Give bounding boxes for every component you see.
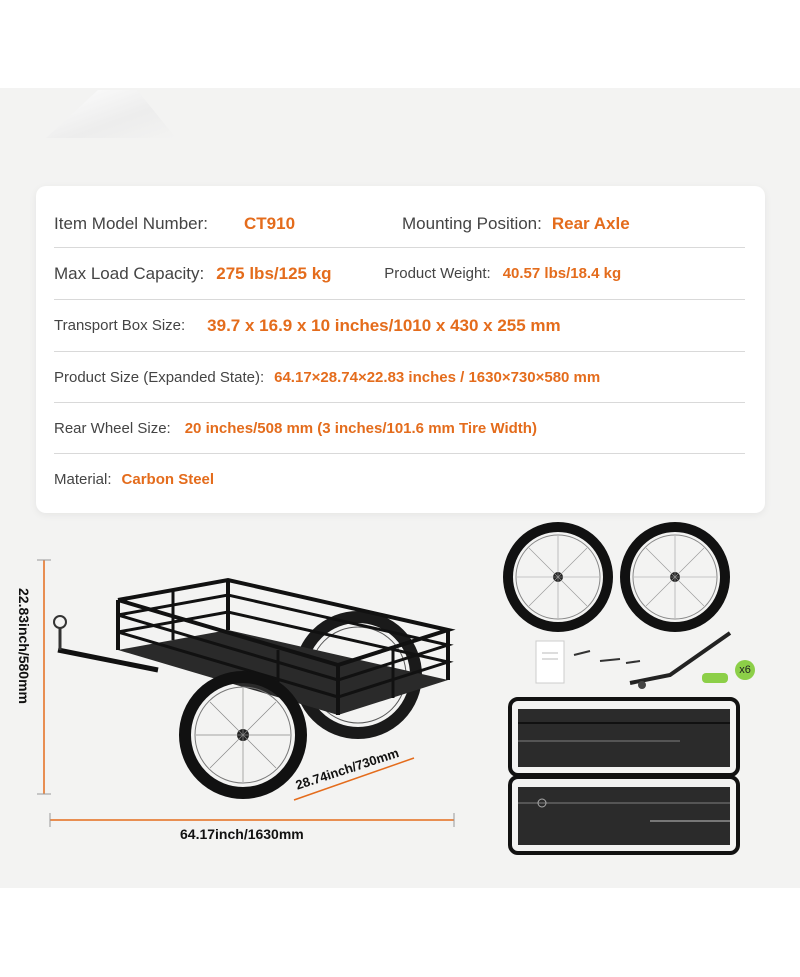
- folded-trailer-image: [508, 697, 740, 855]
- box-value: 39.7 x 16.9 x 10 inches/1010 x 430 x 255…: [207, 315, 561, 335]
- bike-trailer-image: [53, 577, 456, 799]
- spec-card: Item Model Number: CT910 Mounting Positi…: [36, 186, 765, 513]
- spec-row-size: Product Size (Expanded State): 64.17×28.…: [54, 352, 745, 403]
- spare-wheel-image: [503, 522, 730, 632]
- width-dimension-line: [293, 757, 415, 801]
- material-label: Material:: [54, 470, 112, 488]
- box-label: Transport Box Size:: [54, 317, 186, 334]
- size-value: 64.17×28.74×22.83 inches / 1630×730×580 …: [274, 368, 601, 386]
- mounting-value: Rear Axle: [551, 213, 630, 233]
- model-value: CT910: [244, 213, 296, 233]
- weight-label: Product Weight:: [384, 265, 491, 282]
- wheel-value: 20 inches/508 mm (3 inches/101.6 mm Tire…: [184, 419, 537, 437]
- quantity-badge: x6: [735, 660, 755, 680]
- load-value: 275 lbs/125 kg: [216, 263, 332, 283]
- spec-row-load: Max Load Capacity: 275 lbs/125 kg Produc…: [54, 248, 745, 300]
- length-dimension-label: 64.17inch/1630mm: [180, 826, 304, 842]
- material-value: Carbon Steel: [121, 470, 215, 488]
- model-label: Item Model Number:: [54, 213, 208, 233]
- length-dimension-line: [49, 813, 455, 827]
- wheel-label: Rear Wheel Size:: [54, 419, 171, 437]
- spec-row-model: Item Model Number: CT910 Mounting Positi…: [54, 200, 745, 248]
- spec-row-wheel: Rear Wheel Size: 20 inches/508 mm (3 inc…: [54, 403, 745, 454]
- load-label: Max Load Capacity:: [54, 263, 205, 283]
- weight-value: 40.57 lbs/18.4 kg: [502, 265, 622, 282]
- height-dimension-line: [37, 559, 51, 795]
- mounting-label: Mounting Position:: [402, 213, 542, 233]
- spec-row-material: Material: Carbon Steel: [54, 454, 745, 504]
- spec-row-box: Transport Box Size: 39.7 x 16.9 x 10 inc…: [54, 300, 745, 352]
- tow-arm-image: [535, 631, 732, 689]
- size-label: Product Size (Expanded State):: [54, 368, 265, 386]
- height-dimension-label: 22.83inch/580mm: [16, 588, 32, 704]
